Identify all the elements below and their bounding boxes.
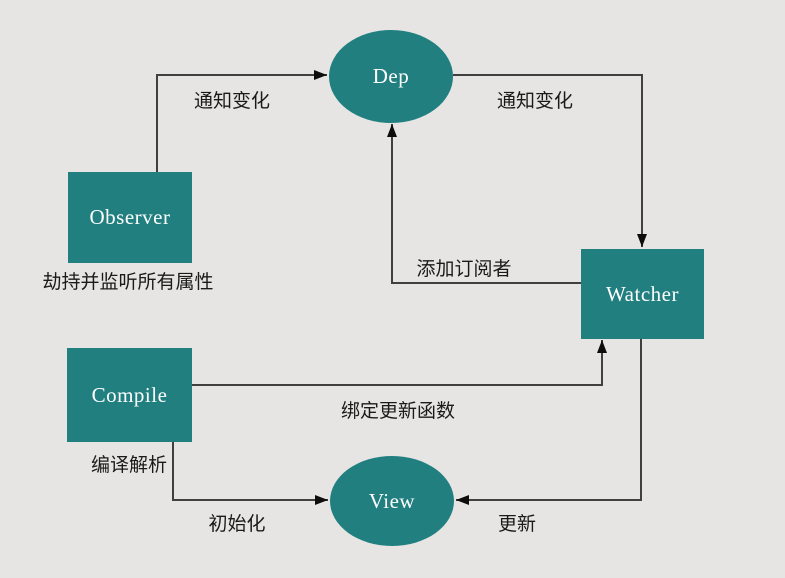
- node-observer-label: Observer: [89, 205, 171, 229]
- edge-dep-to-watcher: [453, 74, 647, 247]
- edge-label-observer-to-dep: 通知变化: [193, 90, 271, 112]
- node-observer: Observer: [68, 172, 192, 263]
- node-dep: Dep: [329, 30, 453, 123]
- node-dep-label: Dep: [372, 64, 410, 88]
- node-view: View: [330, 456, 454, 546]
- caption-observer: 劫持并监听所有属性: [42, 271, 214, 293]
- node-compile-label: Compile: [91, 382, 168, 407]
- edge-compile-to-watcher: [192, 340, 607, 386]
- caption-compile: 编译解析: [90, 454, 168, 476]
- node-watcher-label: Watcher: [606, 281, 679, 306]
- edge-label-compile-to-view: 初始化: [208, 513, 266, 535]
- edge-compile-to-view: [172, 442, 328, 505]
- node-view-label: View: [368, 488, 416, 513]
- node-compile: Compile: [67, 348, 192, 442]
- edge-watcher-to-view: [456, 339, 642, 505]
- edge-label-dep-to-watcher: 通知变化: [496, 90, 574, 112]
- edge-label-compile-to-watcher: 绑定更新函数: [340, 400, 456, 422]
- node-watcher: Watcher: [581, 249, 704, 339]
- edge-label-watcher-to-dep: 添加订阅者: [416, 258, 512, 280]
- edge-watcher-to-dep: [387, 124, 581, 284]
- edge-label-watcher-to-view: 更新: [497, 513, 537, 535]
- edge-observer-to-dep: [156, 70, 327, 172]
